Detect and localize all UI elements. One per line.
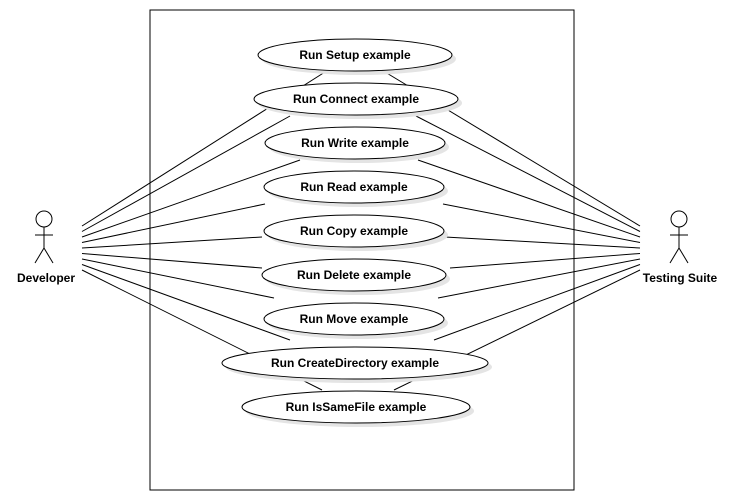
association-developer-6 — [81, 258, 275, 299]
association-testing-suite-1 — [415, 115, 641, 232]
use-case-3[interactable]: Run Read example — [263, 170, 448, 207]
use-case-label: Run Copy example — [300, 224, 408, 238]
use-case-label: Run Setup example — [299, 48, 411, 62]
testing-suite-stick-figure-icon — [669, 210, 689, 264]
use-case-ellipse — [221, 346, 489, 380]
use-case-ellipse — [261, 258, 447, 292]
use-case-ellipse — [241, 390, 471, 424]
use-case-6[interactable]: Run Move example — [263, 302, 448, 339]
association-developer-3 — [81, 203, 266, 243]
association-testing-suite-4 — [444, 236, 641, 249]
use-case-label: Run Connect example — [293, 92, 419, 106]
use-case-ellipse — [253, 82, 459, 116]
use-case-ellipse — [264, 126, 446, 160]
use-case-ellipse — [263, 170, 445, 204]
association-developer-1 — [81, 115, 291, 232]
association-developer-7 — [81, 264, 291, 341]
use-case-4[interactable]: Run Copy example — [263, 214, 448, 251]
use-case-1[interactable]: Run Connect example — [253, 82, 462, 119]
association-developer-4 — [81, 236, 263, 249]
use-case-label: Run Delete example — [297, 268, 411, 282]
association-testing-suite-2 — [417, 159, 641, 238]
association-developer-2 — [81, 159, 301, 238]
actor-testing-suite[interactable]: Testing Suite — [643, 210, 718, 285]
use-case-ellipse — [257, 38, 453, 72]
actor-developer[interactable]: Developer — [17, 210, 75, 285]
use-case-0[interactable]: Run Setup example — [257, 38, 456, 75]
use-case-8[interactable]: Run IsSameFile example — [241, 390, 474, 427]
association-testing-suite-6 — [437, 258, 641, 299]
use-case-2[interactable]: Run Write example — [264, 126, 449, 163]
use-case-label: Run Move example — [300, 312, 409, 326]
use-case-label: Run Read example — [300, 180, 408, 194]
association-testing-suite-5 — [449, 253, 641, 269]
use-case-7[interactable]: Run CreateDirectory example — [221, 346, 492, 383]
use-case-label: Run Write example — [301, 136, 409, 150]
actor-label-testing-suite: Testing Suite — [643, 271, 718, 285]
developer-stick-figure-icon — [34, 210, 54, 264]
association-testing-suite-7 — [433, 264, 641, 341]
use-case-ellipse — [263, 302, 445, 336]
actor-label-developer: Developer — [17, 271, 75, 285]
use-case-label: Run IsSameFile example — [286, 400, 427, 414]
association-testing-suite-3 — [442, 203, 641, 243]
use-case-ellipse — [263, 214, 445, 248]
use-case-label: Run CreateDirectory example — [271, 356, 439, 370]
use-case-5[interactable]: Run Delete example — [261, 258, 450, 295]
association-developer-5 — [81, 253, 263, 269]
